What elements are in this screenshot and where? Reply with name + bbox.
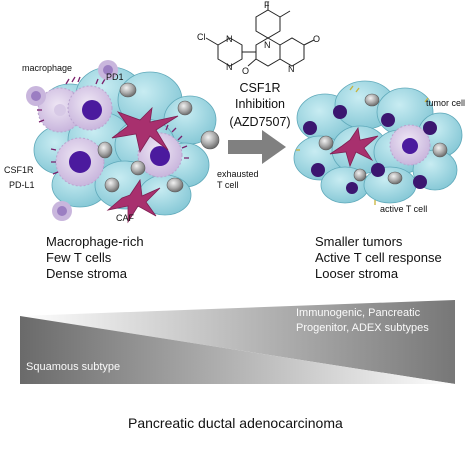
drug-structure xyxy=(205,2,315,67)
right-desc-3: Looser stroma xyxy=(315,266,399,281)
atom-cl: Cl xyxy=(197,32,206,42)
left-desc-2: Few T cells xyxy=(46,250,112,265)
subtype-bottom: Squamous subtype xyxy=(26,361,121,373)
caf-cell xyxy=(111,106,179,154)
left-tumor-cluster xyxy=(26,60,220,224)
atom-n3: N xyxy=(264,40,271,50)
left-desc-3: Dense stroma xyxy=(46,266,127,281)
free-macrophage xyxy=(26,60,118,221)
caf-label: CAF xyxy=(116,213,134,223)
caf-cell xyxy=(106,178,161,224)
top-gradient-wedge xyxy=(20,300,455,384)
receptor-marks xyxy=(296,85,429,205)
center-line1: CSF1R xyxy=(239,81,281,95)
left-desc-1: Macrophage-rich xyxy=(46,234,144,249)
macrophage xyxy=(67,85,113,131)
csf1r-label: CSF1R xyxy=(4,165,34,175)
macrophage xyxy=(389,124,431,166)
atom-n4: N xyxy=(288,64,295,74)
active-t-cell-label: active T cell xyxy=(380,204,428,214)
subtype-top-line2: Progenitor, ADEX subtypes xyxy=(296,322,429,334)
active-t-cells xyxy=(303,105,437,194)
right-desc-1: Smaller tumors xyxy=(315,234,403,249)
tumor-cell-label: tumor cell xyxy=(426,98,466,108)
inhibition-arrow xyxy=(228,130,286,164)
atom-o2: O xyxy=(313,34,321,44)
atom-n2: N xyxy=(226,62,233,72)
bottom-gradient-wedge xyxy=(20,316,455,384)
right-desc-2: Active T cell response xyxy=(315,250,442,265)
receptor-marks xyxy=(37,76,189,175)
exhausted-label-line2: T cell xyxy=(217,180,239,190)
center-line2: Inhibition xyxy=(234,97,286,111)
macrophage xyxy=(55,137,105,187)
gray-cell xyxy=(318,93,448,185)
macrophage-label: macrophage xyxy=(22,63,73,73)
subtype-top-line1: Immunogenic, Pancreatic xyxy=(296,307,421,319)
macrophage xyxy=(137,132,183,178)
atom-f: F xyxy=(264,0,270,10)
footer-title: Pancreatic ductal adenocarcinoma xyxy=(128,415,343,431)
exhausted-t-cell xyxy=(200,130,220,150)
gray-cell xyxy=(97,82,193,193)
caf-cell xyxy=(329,126,379,168)
atom-n1: N xyxy=(226,34,233,44)
pdl1-label: PD-L1 xyxy=(9,180,35,190)
right-tumor-cluster xyxy=(293,80,463,205)
atom-o: O xyxy=(242,66,250,76)
exhausted-label-line1: exhausted xyxy=(217,169,259,179)
center-line3: (AZD7507) xyxy=(229,115,291,129)
pd1-label: PD1 xyxy=(106,72,124,82)
